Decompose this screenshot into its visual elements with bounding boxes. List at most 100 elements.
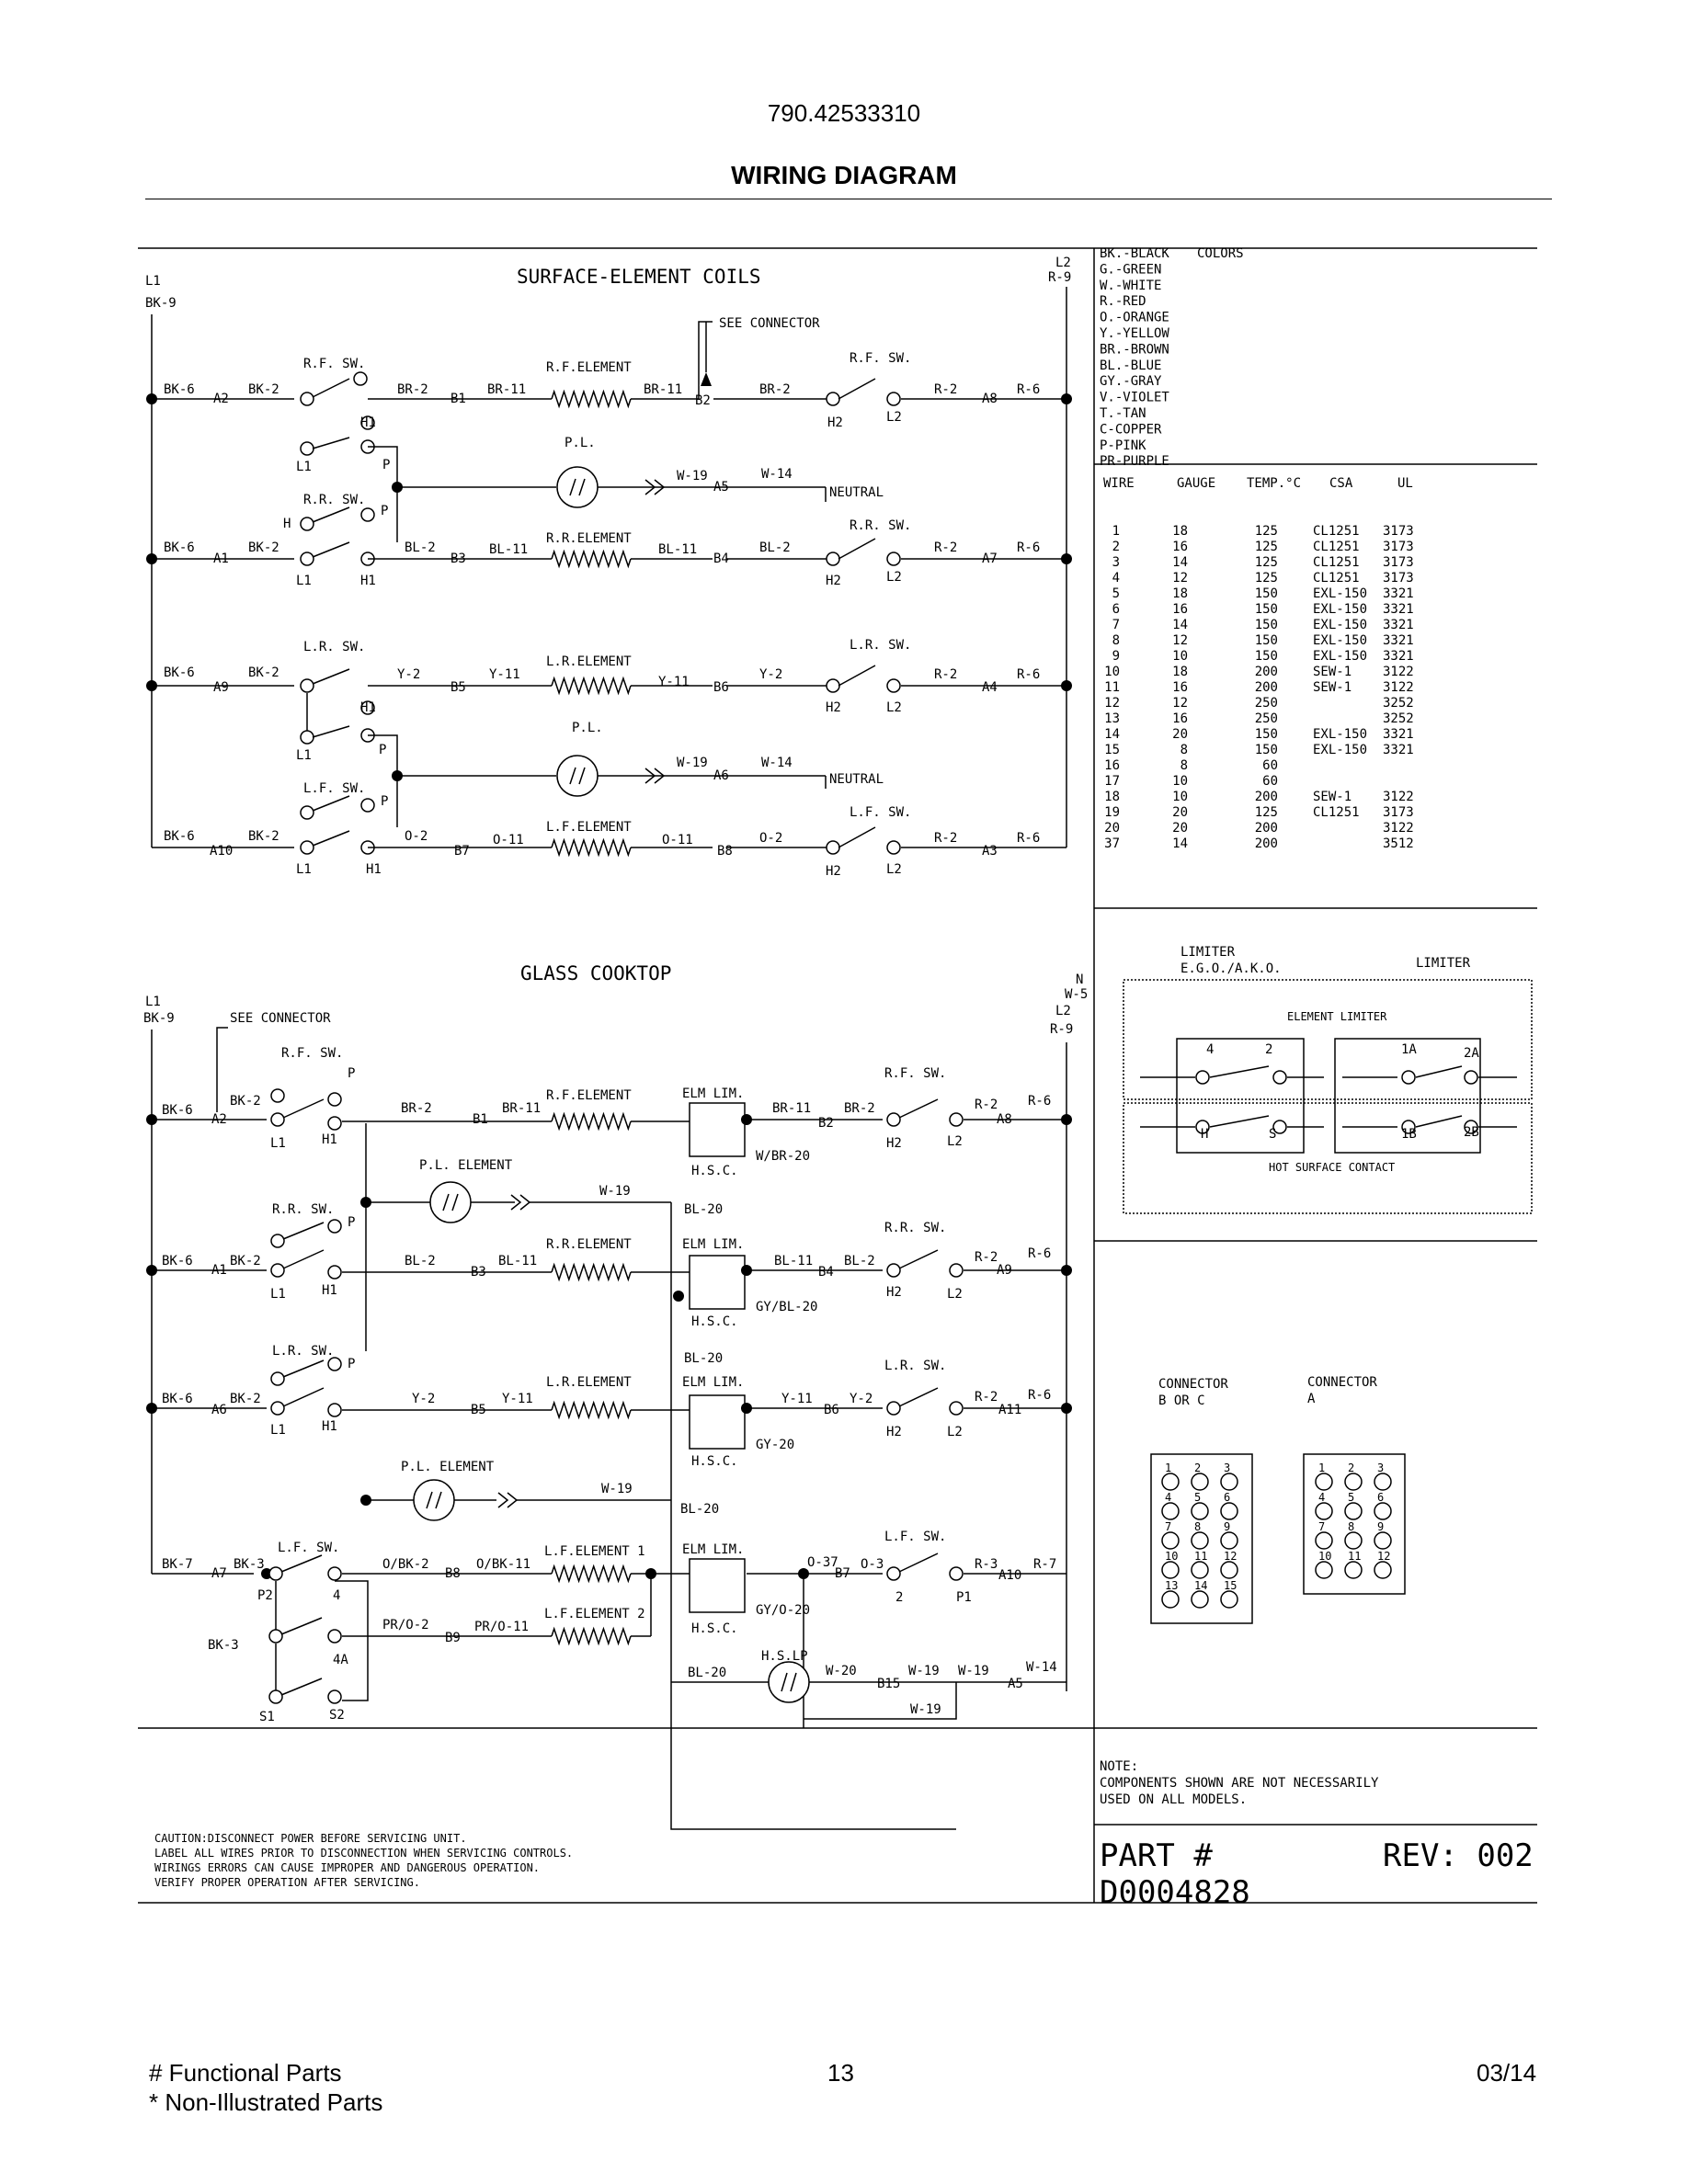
label-connectors-bc_sub: B OR C [1158,1393,1205,1408]
label-part-number: D0004828 [1100,1874,1250,1911]
connector-pin [1161,1473,1180,1491]
label-surface-row1-h2: H2 [827,415,843,430]
label-surface-row3-bk6: BK-6 [164,665,195,680]
label-glass-g4-bk3: BK-3 [234,1557,265,1572]
label-glass-g1-bk6: BK-6 [162,1103,193,1118]
label-surface-row1-b2: B2 [695,393,711,408]
label-glass-g3-y2b: Y-2 [850,1392,873,1406]
label-wire_table-rows-7-0: 8 [1112,633,1120,648]
elm-lim-box [689,1255,746,1310]
elm-lim-box [689,1102,746,1157]
label-surface-row1-bk6: BK-6 [164,382,195,397]
label-wire_table-rows-0-2: 125 [1255,524,1278,539]
label-surface-pl2-w14: W-14 [761,756,793,770]
terminal [327,1357,342,1371]
terminal [1195,1120,1210,1134]
label-limiter-th: H [1201,1127,1208,1142]
label-glass-g3-h1: H1 [322,1419,337,1434]
terminal [360,415,375,430]
label-connectors-a_pins-7: 8 [1348,1520,1354,1533]
connector-pin [1315,1561,1333,1579]
footer-functional-parts: # Functional Parts [149,2059,342,2087]
label-surface-row4-a3: A3 [982,844,998,859]
label-colors_legend-items-4: O.-ORANGE [1100,311,1169,325]
label-connectors-bc_title: CONNECTOR [1158,1377,1228,1392]
terminal [1464,1120,1478,1134]
label-wire_table-rows-18-2: 125 [1255,805,1278,820]
terminal [300,730,314,745]
label-surface-row4-o11a: O-11 [493,833,524,847]
label-glass-g4-p2: P2 [257,1588,273,1603]
label-surface-row3-r2: R-2 [934,667,957,682]
label-glass-g4-w19a: W-19 [908,1664,940,1678]
label-connectors-bc_pins-0: 1 [1165,1462,1171,1474]
label-wire_table-rows-6-1: 14 [1172,618,1188,632]
label-wire_table-rows-3-0: 4 [1112,571,1120,586]
label-surface-pl1-p: P [382,458,390,472]
label-surface-row1-b1: B1 [451,392,466,406]
label-connectors-bc_pins-7: 8 [1194,1520,1201,1533]
label-surface-row2-sw_right: R.R. SW. [850,518,911,533]
wire-segment [280,1617,323,1635]
wire-path [670,1202,956,1830]
label-wire_table-rows-15-2: 60 [1262,758,1278,773]
label-glass-g2-a: A1 [211,1263,227,1278]
element-coil [551,1626,632,1646]
label-wire_table-headers-0: WIRE [1103,476,1135,491]
label-wire_table-rows-19-2: 200 [1255,821,1278,836]
label-glass-g2-sw_left: R.R. SW. [272,1202,334,1217]
connector-pin [1161,1531,1180,1550]
terminal [886,678,901,693]
wiring-labels: SURFACE-ELEMENT COILSL1BK-9L2R-9BK-6A2BK… [143,246,1534,1911]
terminal [268,1566,283,1581]
label-wire_table-rows-14-4: 3321 [1383,743,1414,757]
terminal [300,441,314,456]
label-caution-1: LABEL ALL WIRES PRIOR TO DISCONNECTION W… [154,1847,573,1860]
label-part-rev: REV: 002 [1383,1837,1534,1874]
label-wire_table-rows-10-4: 3122 [1383,680,1414,695]
label-surface-row2-l2c: L2 [886,570,902,585]
wire-segment [435,1491,442,1509]
wire-path [216,1027,228,1112]
terminal [886,1112,901,1127]
label-connectors-a_title: CONNECTOR [1307,1375,1377,1390]
label-surface-row4-l1: L1 [296,862,312,877]
pilot-lamp [556,466,599,508]
wire-segment [282,1222,325,1240]
label-surface-row4-h2: H2 [826,864,841,879]
label-surface-row1-br2a: BR-2 [397,382,428,397]
label-glass-g4-t2: 2 [895,1590,903,1605]
label-wire_table-rows-9-4: 3122 [1383,665,1414,679]
label-surface-pl2-neutral: NEUTRAL [829,772,884,787]
label-glass-g4-obk11: O/BK-11 [476,1557,530,1572]
label-note-l2: COMPONENTS SHOWN ARE NOT NECESSARILY [1100,1776,1379,1791]
label-glass-g4-p1: P1 [956,1590,972,1605]
label-surface-row4-bk6: BK-6 [164,829,195,844]
terminal [270,1401,285,1416]
label-glass-g2-bk2: BK-2 [230,1254,261,1268]
label-glass-g2-b4: B4 [818,1265,834,1280]
label-surface-row2-r6: R-6 [1017,540,1040,555]
limiter-right [1334,1038,1481,1154]
label-connectors-a_sub: A [1307,1392,1316,1406]
wire-segment [898,1098,939,1119]
wire-path [644,479,656,495]
wire-segment [578,478,586,496]
label-wire_table-rows-2-4: 3173 [1383,555,1414,570]
label-connectors-a_pins-1: 2 [1348,1462,1354,1474]
label-wire_table-rows-6-2: 150 [1255,618,1278,632]
label-wire_table-rows-12-2: 250 [1255,711,1278,726]
label-connectors-bc_pins-6: 7 [1165,1520,1171,1533]
label-surface-row1-br2b: BR-2 [759,382,791,397]
label-glass-r9: R-9 [1050,1022,1073,1037]
label-glass-g3-p: P [348,1357,355,1371]
label-surface-r9: R-9 [1048,270,1071,285]
label-glass-g3-h2: H2 [886,1425,902,1439]
label-note-l1: NOTE: [1100,1759,1138,1774]
connector-pin [1220,1473,1238,1491]
connector-pin [1374,1502,1392,1520]
label-wire_table-rows-14-3: EXL-150 [1313,743,1367,757]
label-glass-g3-bk2: BK-2 [230,1392,261,1406]
label-wire_table-rows-7-4: 3321 [1383,633,1414,648]
label-wire_table-rows-3-4: 3173 [1383,571,1414,586]
